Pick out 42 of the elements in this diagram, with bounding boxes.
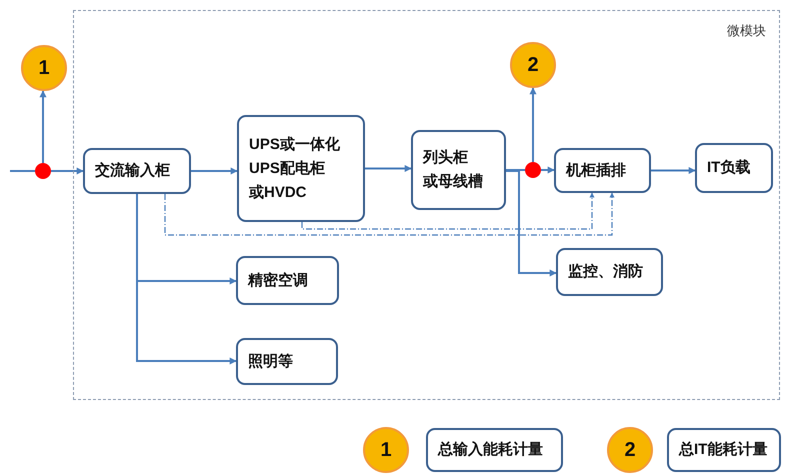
process-box — [554, 148, 651, 193]
number-label: 1 — [380, 438, 392, 462]
number-label: 2 — [527, 54, 539, 76]
arrow — [530, 87, 536, 162]
arrow — [541, 166, 555, 174]
process-box — [236, 256, 339, 305]
process-box — [236, 338, 338, 385]
arrow — [651, 167, 696, 174]
box-label: 列头柜或母线槽 — [423, 148, 483, 192]
process-box — [237, 115, 365, 222]
number-label: 2 — [624, 438, 636, 462]
process-box — [411, 130, 506, 210]
arrow — [40, 90, 46, 163]
process-box — [695, 143, 773, 193]
process-box — [667, 428, 781, 472]
process-box — [426, 428, 563, 472]
number-circle — [21, 45, 67, 91]
arrow — [51, 168, 84, 174]
box-label: 照明等 — [248, 352, 293, 372]
arrow — [506, 170, 557, 276]
number-circle — [363, 427, 409, 473]
arrow — [365, 165, 412, 172]
number-label: 1 — [38, 56, 50, 80]
dash-dot-arrow — [301, 192, 594, 230]
box-label: 总IT能耗计量 — [679, 440, 768, 460]
process-box — [556, 248, 663, 296]
arrow — [191, 168, 238, 174]
dash-dot-arrow — [164, 192, 614, 236]
junction-dot — [35, 163, 51, 179]
junction-dot — [525, 162, 541, 178]
box-label: IT负载 — [707, 158, 750, 178]
box-label: 机柜插排 — [566, 160, 626, 180]
number-circle — [607, 427, 653, 473]
box-label: UPS或一体化UPS配电柜或HVDC — [249, 134, 340, 202]
process-box — [83, 148, 191, 194]
number-circle — [510, 42, 556, 88]
box-label: 监控、消防 — [568, 262, 643, 282]
box-label: 精密空调 — [248, 270, 308, 290]
box-label: 交流输入柜 — [95, 161, 170, 181]
box-label: 总输入能耗计量 — [438, 440, 543, 460]
arrow — [136, 194, 237, 364]
module-label: 微模块 — [727, 22, 766, 40]
